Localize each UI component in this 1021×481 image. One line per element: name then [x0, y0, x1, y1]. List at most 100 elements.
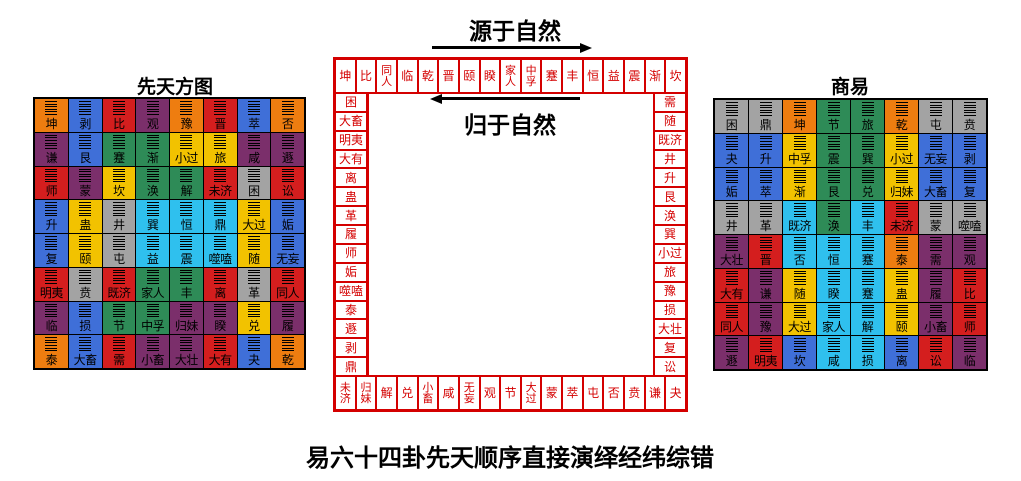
right-grid-cell: 解	[851, 302, 884, 336]
hexagram-symbol-icon	[103, 337, 136, 352]
right-grid-cell: 恒	[817, 235, 850, 268]
hexagram-symbol-icon	[69, 202, 102, 217]
hexagram-symbol-icon	[715, 203, 748, 218]
right-grid-cell: 艮	[817, 167, 850, 201]
hexagram-name: 讼	[929, 354, 942, 368]
left-grid-cell: 升	[35, 200, 68, 233]
hexagram-name: 大壮	[719, 252, 744, 267]
right-grid-cell: 坤	[783, 100, 816, 133]
hexagram-symbol-icon	[238, 101, 271, 115]
ring-hexagram: 节	[500, 376, 521, 410]
ring-hexagram: 师	[335, 243, 367, 263]
left-grid-cell: 坎	[102, 166, 136, 200]
hexagram-symbol-icon	[170, 101, 203, 115]
ring-hexagram: 夬	[665, 376, 686, 410]
hexagram-name: 夬	[248, 353, 260, 367]
left-grid-cell: 临	[35, 301, 68, 335]
hexagram-name: 无妄	[923, 151, 948, 166]
hexagram-name: 无妄	[276, 251, 300, 266]
ring-hexagram: 遯	[335, 319, 367, 339]
hexagram-name: 临	[45, 319, 58, 334]
hexagram-name: 噬嗑	[208, 251, 233, 266]
hexagram-symbol-icon	[851, 338, 884, 353]
ring-hexagram: 谦	[644, 376, 666, 410]
ring-hexagram: 离	[335, 168, 367, 188]
hexagram-name: 萃	[759, 185, 772, 200]
ring-hexagram: 随	[654, 111, 686, 131]
hexagram-name: 兑	[861, 185, 874, 200]
hexagram-name: 夬	[725, 151, 738, 166]
hexagram-name: 损	[79, 319, 91, 334]
hexagram-symbol-icon	[103, 202, 136, 217]
hexagram-symbol-icon	[204, 337, 237, 352]
hexagram-name: 姤	[281, 218, 294, 232]
hexagram-symbol-icon	[953, 102, 986, 116]
hexagram-symbol-icon	[170, 337, 203, 352]
hexagram-name: 家人	[141, 285, 165, 300]
hexagram-name: 归妹	[889, 185, 914, 200]
right-grid-cell: 震	[817, 133, 850, 167]
hexagram-name: 中孚	[141, 319, 165, 334]
right-grid-cell: 同人	[715, 302, 748, 336]
hexagram-name: 恒	[180, 218, 193, 232]
hexagram-symbol-icon	[69, 168, 102, 183]
arrow-left-line	[440, 97, 580, 100]
ring-hexagram: 需	[654, 93, 686, 112]
hexagram-name: 咸	[248, 150, 260, 165]
hexagram-name: 大壮	[174, 353, 199, 367]
left-grid-cell: 蹇	[102, 132, 136, 166]
right-grid-cell: 蒙	[919, 201, 952, 234]
ring-hexagram: 明夷	[335, 130, 367, 150]
ring-hexagram: 蹇	[541, 59, 563, 93]
ring-hexagram: 旅	[654, 262, 686, 282]
right-grid-cell: 小畜	[919, 302, 952, 336]
hexagram-symbol-icon	[851, 304, 884, 319]
right-grid-cell: 贲	[953, 100, 986, 133]
hexagram-name: 比	[963, 286, 976, 301]
hexagram-symbol-icon	[69, 134, 102, 149]
hexagram-symbol-icon	[817, 270, 850, 285]
left-grid-cell: 师	[35, 166, 68, 200]
hexagram-name: 师	[963, 320, 976, 335]
right-grid-cell: 井	[715, 201, 748, 234]
left-grid-cell: 家人	[136, 267, 169, 301]
hexagram-symbol-icon	[271, 134, 304, 149]
right-grid-cell: 随	[783, 268, 816, 302]
hexagram-symbol-icon	[885, 237, 918, 251]
arrow-right-line	[432, 46, 582, 49]
left-grid-cell: 震	[170, 234, 203, 267]
hexagram-symbol-icon	[136, 202, 169, 217]
hexagram-name: 豫	[180, 116, 193, 131]
hexagram-name: 睽	[827, 286, 840, 301]
ring-hexagram: 既济	[654, 130, 686, 150]
hexagram-symbol-icon	[103, 101, 136, 115]
right-grid-cell: 屯	[919, 100, 952, 133]
hexagram-symbol-icon	[238, 303, 271, 318]
right-grid-cell: 颐	[885, 302, 918, 336]
hexagram-symbol-icon	[238, 236, 271, 250]
left-grid-cell: 坤	[35, 99, 68, 132]
left-grid-cell: 大有	[203, 335, 237, 368]
ring-hexagram: 无妄	[458, 376, 480, 410]
hexagram-name: 观	[146, 116, 159, 131]
hexagram-symbol-icon	[271, 236, 304, 250]
hexagram-name: 屯	[929, 117, 942, 132]
hexagram-symbol-icon	[271, 101, 304, 115]
ring-hexagram: 剥	[335, 338, 367, 358]
hexagram-name: 随	[793, 286, 806, 301]
ring-hexagram: 困	[335, 93, 367, 112]
ring-hexagram: 履	[335, 225, 367, 244]
hexagram-symbol-icon	[851, 169, 884, 184]
ring-hexagram: 兑	[396, 376, 418, 410]
left-grid-cell: 旅	[203, 132, 237, 166]
hexagram-name: 比	[113, 116, 125, 131]
hexagram-name: 同人	[719, 320, 744, 335]
hexagram-name: 晋	[214, 116, 226, 131]
right-grid-cell: 大过	[783, 302, 816, 336]
right-grid-cell: 革	[749, 201, 782, 234]
right-grid-cell: 大有	[715, 268, 748, 302]
hexagram-symbol-icon	[885, 203, 918, 218]
hexagram-name: 兑	[248, 319, 260, 334]
left-grid-cell: 归妹	[170, 301, 203, 335]
right-grid-cell: 临	[953, 336, 986, 369]
